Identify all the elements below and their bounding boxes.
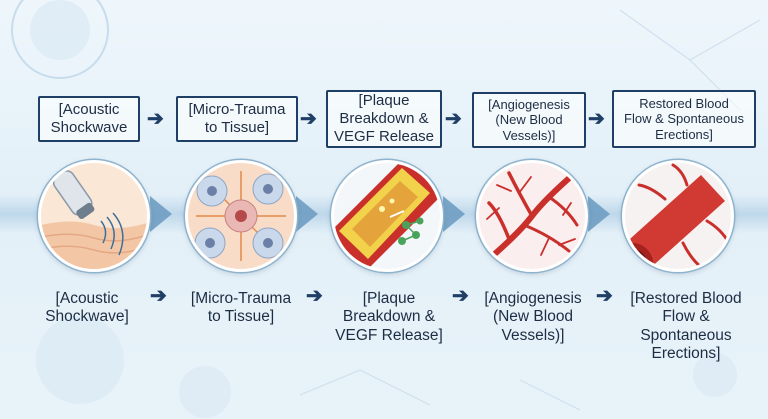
shockwave-probe-icon bbox=[38, 160, 150, 272]
flow-chevron-icon bbox=[296, 196, 318, 232]
arrow-right-icon: ➔ bbox=[452, 285, 469, 307]
top-label-step-2: [Micro-Trauma to Tissue] bbox=[176, 96, 298, 142]
bottom-label-step-3: [Plaque Breakdown & VEGF Release] bbox=[335, 290, 443, 344]
artery-plaque-icon bbox=[331, 160, 443, 272]
top-label-step-5: Restored Blood Flow & Spontaneous Erecti… bbox=[612, 90, 756, 148]
top-label-step-4: [Angiogenesis (New Blood Vessels)] bbox=[472, 92, 586, 148]
flow-chevron-icon bbox=[588, 196, 610, 232]
flow-chevron-icon bbox=[443, 196, 465, 232]
bottom-label-step-4: [Angiogenesis (New Blood Vessels)] bbox=[484, 290, 582, 344]
flow-chevron-icon bbox=[150, 196, 172, 232]
bottom-label-step-2: [Micro-Trauma to Tissue] bbox=[190, 290, 292, 326]
healthy-vessel-icon bbox=[622, 160, 734, 272]
arrow-right-icon: ➔ bbox=[147, 108, 164, 130]
bottom-label-step-1: [Acoustic Shockwave] bbox=[45, 290, 129, 326]
arrow-right-icon: ➔ bbox=[588, 108, 605, 130]
arrow-right-icon: ➔ bbox=[596, 285, 613, 307]
top-label-step-3: [Plaque Breakdown & VEGF Release bbox=[326, 90, 442, 148]
vessel-network-icon bbox=[476, 160, 588, 272]
bottom-label-step-5: [Restored Blood Flow & Spontaneous Erect… bbox=[630, 290, 742, 362]
arrow-right-icon: ➔ bbox=[300, 108, 317, 130]
top-label-step-1: [Acoustic Shockwave bbox=[38, 96, 140, 142]
arrow-right-icon: ➔ bbox=[150, 285, 167, 307]
arrow-right-icon: ➔ bbox=[306, 285, 323, 307]
cells-icon bbox=[185, 160, 297, 272]
arrow-right-icon: ➔ bbox=[445, 108, 462, 130]
